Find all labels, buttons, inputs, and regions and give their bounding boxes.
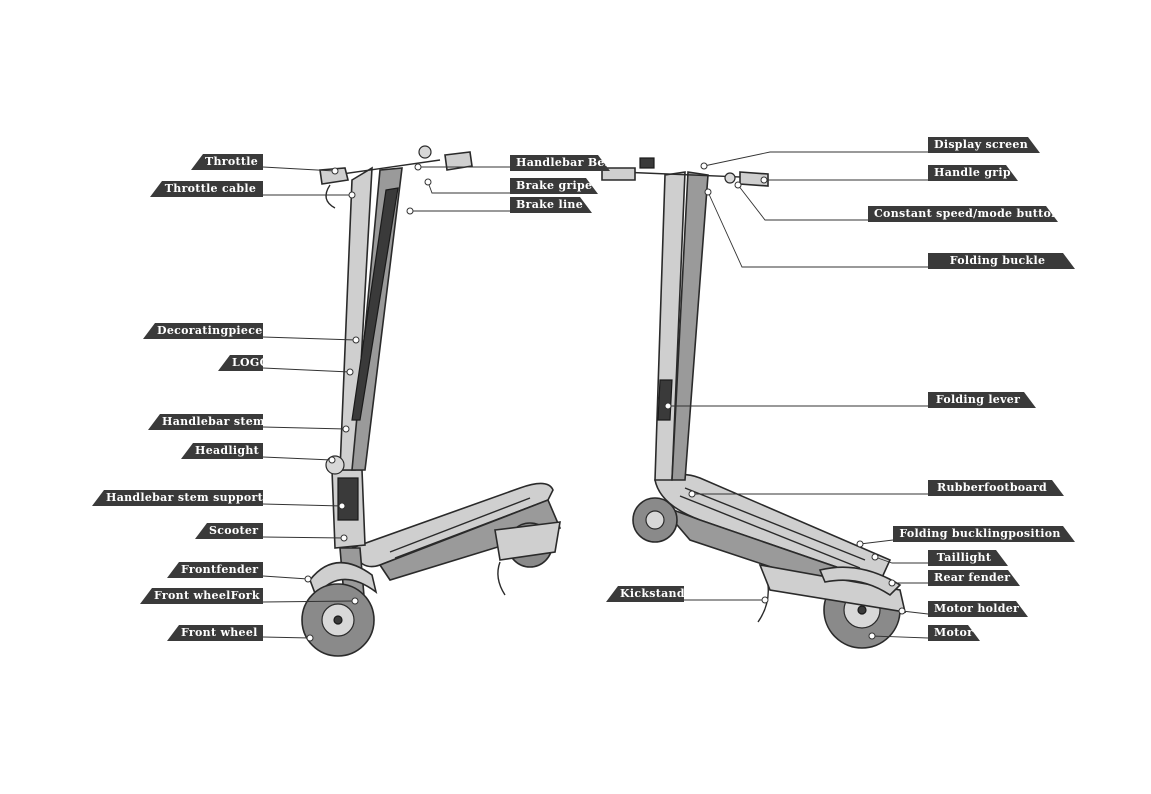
label-logo: LOGO bbox=[218, 355, 263, 371]
label-folding-buckling-position: Folding bucklingposition bbox=[893, 526, 1075, 542]
label-display-screen: Display screen bbox=[928, 137, 1040, 153]
label-rear-fender: Rear fender bbox=[928, 570, 1020, 586]
rear-fender-shape bbox=[818, 566, 902, 597]
label-throttle: Throttle bbox=[191, 154, 263, 170]
label-front-wheel: Front wheel bbox=[167, 625, 263, 641]
leader-lines bbox=[262, 151, 929, 639]
rear-view-scooter bbox=[601, 157, 907, 649]
label-constant-speed-mode-button: Constant speed/mode button bbox=[868, 206, 1058, 222]
label-headlight: Headlight bbox=[181, 443, 263, 459]
label-front-fender: Frontfender bbox=[167, 562, 263, 578]
label-front-wheel-fork: Front wheelFork bbox=[140, 588, 263, 604]
label-folding-buckle: Folding buckle bbox=[928, 253, 1075, 269]
label-brake-gripe: Brake gripe bbox=[510, 178, 598, 194]
label-handlebar-bell: Handlebar Bell bbox=[510, 155, 610, 171]
label-throttle-cable: Throttle cable bbox=[150, 181, 263, 197]
label-handlebar-stem: Handlebar stem bbox=[148, 414, 263, 430]
label-decorating-piece: Decoratingpiece bbox=[143, 323, 263, 339]
label-handlebar-stem-support: Handlebar stem support bbox=[92, 490, 263, 506]
label-taillight: Taillight bbox=[928, 550, 1008, 566]
callout-dots bbox=[304, 162, 906, 642]
label-handle-grip: Handle grip bbox=[928, 165, 1018, 181]
handlebar-front-view bbox=[334, 159, 441, 176]
label-scooter: Scooter bbox=[195, 523, 263, 539]
label-folding-lever: Folding lever bbox=[928, 392, 1036, 408]
display-screen-shape bbox=[639, 157, 655, 169]
label-rubber-footboard: Rubberfootboard bbox=[928, 480, 1064, 496]
label-motor-holder: Motor holder bbox=[928, 601, 1028, 617]
label-brake-line: Brake line bbox=[510, 197, 592, 213]
kickstand-front-view bbox=[497, 561, 506, 596]
label-motor: Motor bbox=[928, 625, 980, 641]
kickstand-rear-view bbox=[757, 584, 769, 623]
label-kickstand: Kickstand bbox=[606, 586, 684, 602]
front-view-scooter bbox=[301, 145, 562, 657]
